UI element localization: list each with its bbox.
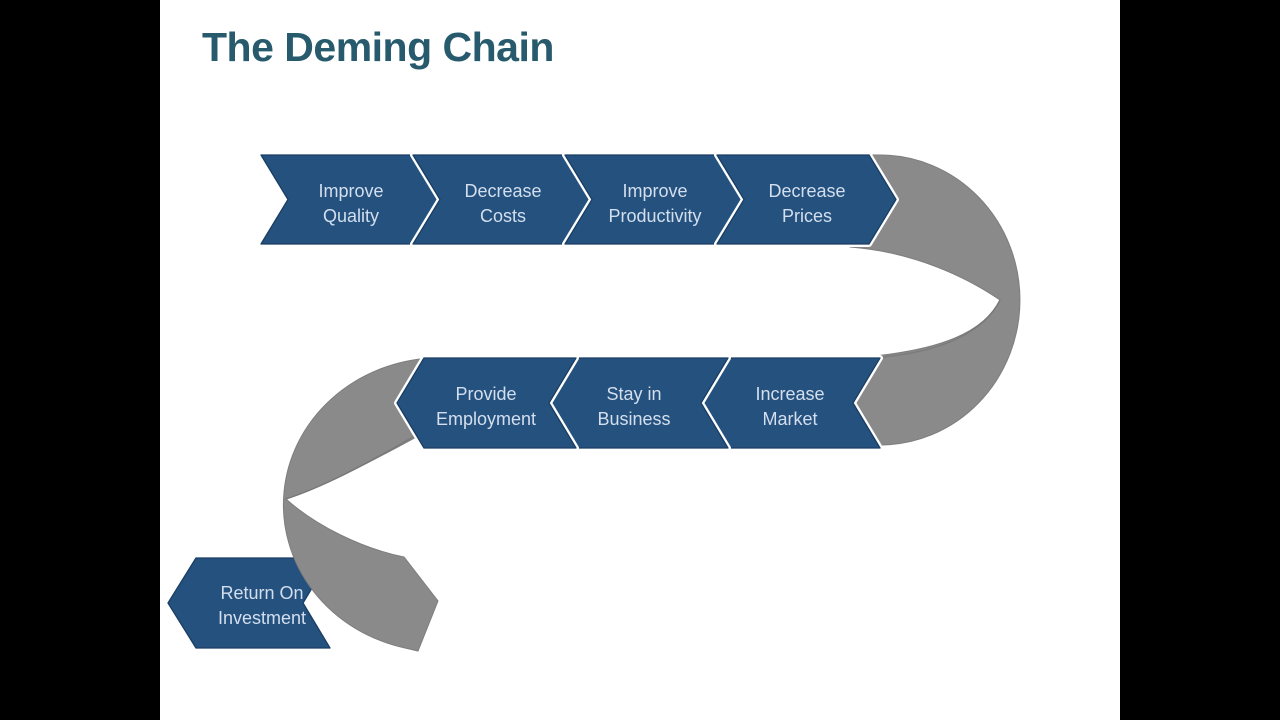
ribbon-curl-right <box>849 154 1021 446</box>
chevron-provide-employment-outline <box>396 357 577 449</box>
chevron-provide-employment-label-line2: Employment <box>436 409 536 429</box>
chevron-provide-employment <box>394 355 579 451</box>
letterbox-left <box>0 0 160 720</box>
chevron-stay-in-business-label-line1: Stay in <box>606 384 661 404</box>
chevron-improve-productivity-label-line2: Productivity <box>608 206 701 226</box>
chevron-return-on-investment: Return On Investment <box>165 555 333 651</box>
slide-title: The Deming Chain <box>202 24 554 70</box>
chevron-improve-productivity-label-line1: Improve <box>622 181 687 201</box>
chevron-increase-market-label-line1: Increase <box>755 384 824 404</box>
ribbon-left-fold-line <box>285 425 433 500</box>
chevron-decrease-prices-label-line1: Decrease <box>768 181 845 201</box>
letterbox-right <box>1120 0 1280 720</box>
chevron-improve-quality-label-line2: Quality <box>323 206 379 226</box>
chevron-return-outline <box>167 557 331 649</box>
chevron-decrease-costs-label-line1: Decrease <box>464 181 541 201</box>
chevron-decrease-prices-outline <box>716 154 897 245</box>
chevron-decrease-prices <box>714 152 899 247</box>
chevron-increase-market-label-line2: Market <box>762 409 817 429</box>
chevron-provide-employment-label-line1: Provide <box>455 384 516 404</box>
chevron-improve-quality-label-line1: Improve <box>318 181 383 201</box>
chevron-stay-in-business-label-line2: Business <box>597 409 670 429</box>
ribbon-right-fold-line <box>879 299 1001 358</box>
chevron-decrease-costs-label-line2: Costs <box>480 206 526 226</box>
chevron-return-label-line1: Return On <box>220 583 303 603</box>
chevron-return-label-line2: Investment <box>218 608 306 628</box>
chevron-decrease-prices-label-line2: Prices <box>782 206 832 226</box>
